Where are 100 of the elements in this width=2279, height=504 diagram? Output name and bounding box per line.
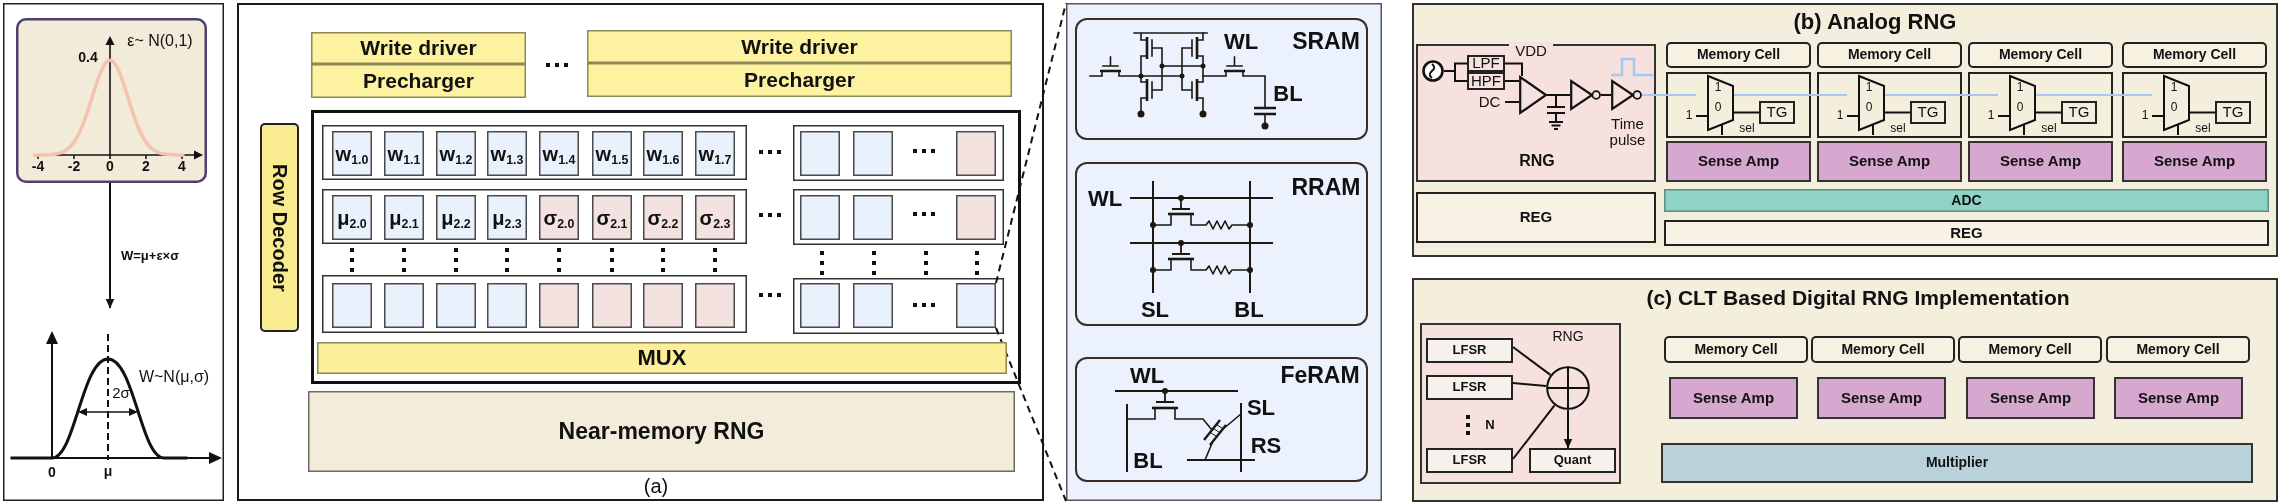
connector-line xyxy=(1733,111,1760,114)
signal-label: WL xyxy=(1086,186,1124,212)
signal-line xyxy=(1641,94,1697,96)
memory-cell: w$_{1.1}$ xyxy=(384,131,424,176)
memory-cell: w$_{1.7}$ xyxy=(695,131,735,176)
lfsr-block: LFSR xyxy=(1426,375,1513,400)
high-pass-filter-block: HPF xyxy=(1467,72,1505,90)
mux-input-label: 1 xyxy=(2169,81,2179,95)
memory-cell xyxy=(853,131,893,176)
axis-tick-label: 2 xyxy=(141,158,151,175)
noise-source-symbol xyxy=(1422,60,1444,82)
arrow xyxy=(1563,409,1573,449)
inverter-symbol xyxy=(1611,80,1642,110)
panel-label: (a) xyxy=(642,474,670,498)
connector-line xyxy=(2189,111,2216,114)
row-decoder-block: Row Decoder xyxy=(260,123,299,332)
memory-cell xyxy=(800,195,840,240)
memory-array-frame xyxy=(311,110,1021,384)
sense-amp-block: Sense Amp xyxy=(2122,141,2267,182)
signal-line xyxy=(1884,94,1999,96)
sense-amp-block: Sense Amp xyxy=(1968,141,2113,182)
memory-row-frame xyxy=(793,278,1004,334)
memory-cell xyxy=(384,283,424,328)
memory-cell xyxy=(956,131,996,176)
memory-cell xyxy=(436,283,476,328)
connector-line xyxy=(1546,94,1571,96)
rng-block xyxy=(1420,323,1621,484)
input-value-label: 1 xyxy=(1835,109,1845,123)
memory-cell xyxy=(800,131,840,176)
signal-label: sel xyxy=(1738,122,1756,136)
sense-amp-block: Sense Amp xyxy=(2114,377,2243,419)
memory-cell: w$_{1.0}$ xyxy=(332,131,372,176)
mux-input-label: 0 xyxy=(2015,101,2025,115)
lfsr-block: LFSR xyxy=(1426,448,1513,473)
memory-row-frame xyxy=(793,125,1004,181)
memory-cell xyxy=(539,283,579,328)
write-driver-block: Write driver xyxy=(311,32,526,64)
memory-cell-block: Memory Cell xyxy=(1968,42,2113,68)
transmission-gate-block: TG xyxy=(2061,101,2097,124)
signal-label: BL xyxy=(1233,298,1265,322)
adc-block: ADC xyxy=(1664,189,2269,212)
dashed-guide-line xyxy=(995,2,1067,284)
memory-cell-block: Memory Cell xyxy=(2106,336,2250,363)
memory-cell xyxy=(853,195,893,240)
mux-input-label: 0 xyxy=(1864,101,1874,115)
multiplexer-symbol xyxy=(1998,74,2036,138)
figure-panel xyxy=(1412,3,2278,257)
connector-line xyxy=(1504,101,1520,103)
memory-cell-block: Memory Cell xyxy=(1817,42,1962,68)
dashed-guide-line xyxy=(995,327,1067,502)
figure-panel xyxy=(1412,278,2278,502)
transmission-gate-block: TG xyxy=(2215,101,2251,124)
signal-label: sel xyxy=(1889,122,1907,136)
signal-label: SL xyxy=(1245,396,1277,420)
memory-cell xyxy=(956,283,996,328)
multiplexer-symbol xyxy=(2152,74,2190,138)
axis-tick-label: 0 xyxy=(105,158,115,175)
figure-panel xyxy=(237,3,1044,501)
circuit-panel xyxy=(1075,357,1368,482)
lfsr-block: LFSR xyxy=(1426,338,1513,363)
memory-cell xyxy=(853,283,893,328)
circuit-title: FeRAM xyxy=(1279,362,1361,390)
xor-symbol xyxy=(1546,366,1590,410)
mux-panel xyxy=(1968,72,2113,138)
axis-tick-label: 4 xyxy=(177,158,187,175)
memory-cell xyxy=(643,283,683,328)
signal-label: RS xyxy=(1249,434,1283,458)
memory-cell: μ$_{2.3}$ xyxy=(487,195,527,240)
memory-cell: w$_{1.6}$ xyxy=(643,131,683,176)
memory-row-frame xyxy=(322,275,747,333)
memory-cell-panel xyxy=(1066,3,1382,501)
mux-input-label: 1 xyxy=(2015,81,2025,95)
panel-title: (c) CLT Based Digital RNG Implementation xyxy=(1645,285,2071,312)
sense-amp-block: Sense Amp xyxy=(1817,141,1962,182)
register-block: REG xyxy=(1664,220,2269,246)
memory-cell: μ$_{2.0}$ xyxy=(332,195,372,240)
circuit-title: SRAM xyxy=(1291,28,1361,56)
signal-label: sel xyxy=(2040,122,2058,136)
quantizer-block: Quant xyxy=(1529,448,1616,473)
input-value-label: 1 xyxy=(1986,109,1996,123)
circuit-panel xyxy=(1075,162,1368,326)
panel-title: (b) Analog RNG xyxy=(1792,8,1958,36)
memory-cell xyxy=(800,283,840,328)
memory-cell xyxy=(487,283,527,328)
signal-label: N xyxy=(1484,417,1496,433)
connector-line xyxy=(1443,70,1468,82)
memory-row-frame xyxy=(793,189,1004,245)
mux-input-label: 0 xyxy=(1713,101,1723,115)
memory-cell: μ$_{2.1}$ xyxy=(384,195,424,240)
transmission-gate-block: TG xyxy=(1910,101,1946,124)
connector-line xyxy=(2035,111,2062,114)
rng-block: Near-memory RNG xyxy=(308,391,1015,472)
mux-input-label: 1 xyxy=(1864,81,1874,95)
signal-label: BL xyxy=(1272,82,1304,106)
input-value-label: 1 xyxy=(2140,109,2150,123)
memory-row-frame xyxy=(322,125,747,180)
connector-line xyxy=(1600,94,1612,96)
memory-cell: w$_{1.4}$ xyxy=(539,131,579,176)
low-pass-filter-block: LPF xyxy=(1467,55,1505,72)
multiplier-block: Multiplier xyxy=(1661,443,2253,483)
